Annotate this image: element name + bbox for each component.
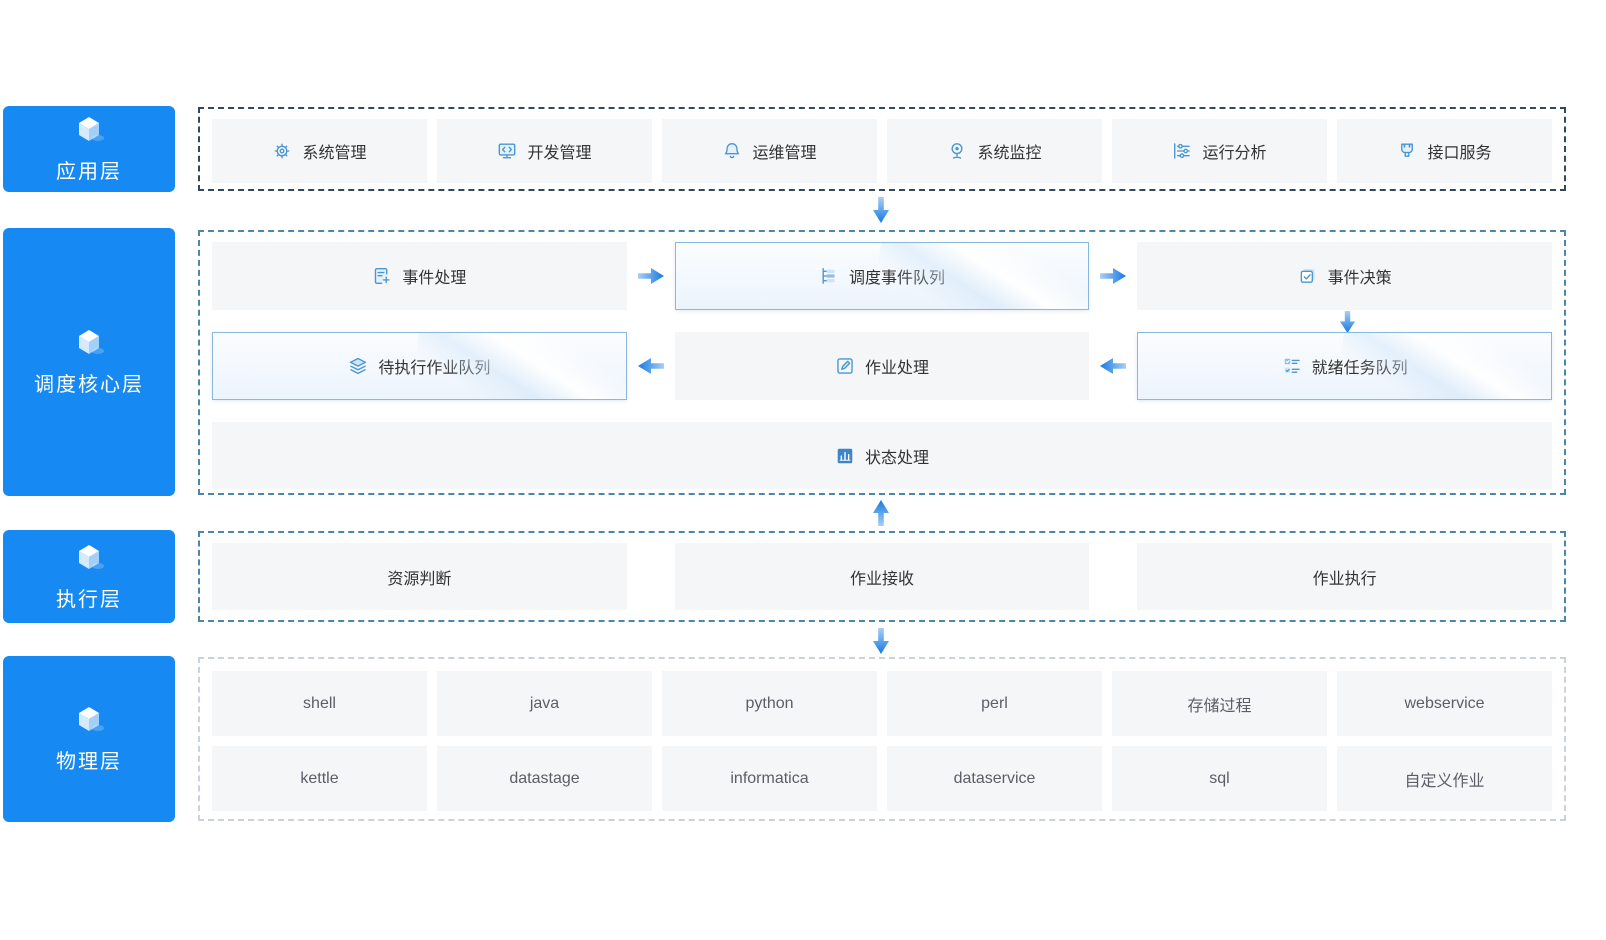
physical-item-java: java <box>437 671 652 736</box>
node-label: 运维管理 <box>752 145 817 162</box>
node-label: 自定义作业 <box>1404 772 1485 790</box>
pen-square-icon <box>837 358 853 374</box>
node-label: informatica <box>730 769 809 787</box>
node-job-processing: 作业处理 <box>674 332 1090 400</box>
doc-event-icon <box>375 268 391 284</box>
node-label: 存储过程 <box>1187 697 1252 715</box>
physical-item-python: python <box>662 671 877 736</box>
node-label: java <box>529 694 560 712</box>
cube-icon <box>79 117 104 141</box>
arrow-left-icon <box>1089 332 1137 400</box>
node-schedule-event-queue: 调度事件队列 <box>674 242 1090 310</box>
arrow-up-icon <box>873 500 889 531</box>
sliders-icon <box>1174 143 1191 159</box>
node-label: 就绪任务队列 <box>1311 360 1408 377</box>
node-label: 接口服务 <box>1427 145 1492 162</box>
node-event-decision: 事件决策 <box>1137 242 1553 310</box>
node-label: 事件处理 <box>402 270 467 287</box>
node-label: webservice <box>1404 694 1485 712</box>
node-label: sql <box>1209 769 1230 787</box>
node-dev-management: 开发管理 <box>437 119 652 183</box>
node-label: kettle <box>300 769 339 787</box>
node-label: datastage <box>509 769 580 787</box>
node-label: 开发管理 <box>527 145 592 162</box>
node-ops-management: 运维管理 <box>662 119 877 183</box>
node-job-receive: 作业接收 <box>674 543 1090 610</box>
node-status-processing: 状态处理 <box>212 422 1552 489</box>
physical-item-webservice: webservice <box>1337 671 1552 736</box>
gear-icon <box>275 143 290 159</box>
node-label: 待执行作业队列 <box>378 360 491 377</box>
layer-label-text: 执行层 <box>56 588 122 611</box>
physical-item-stored-procedure: 存储过程 <box>1112 671 1327 736</box>
layer-label-text: 调度核心层 <box>34 374 144 396</box>
layer-label-application: 应用层 <box>3 106 175 192</box>
bar-chart-icon <box>837 448 853 463</box>
node-event-processing: 事件处理 <box>212 242 627 310</box>
core-layer-container: 事件处理 调度事件队列 事件决策 <box>198 230 1566 495</box>
node-label: python <box>745 694 794 712</box>
physical-item-datastage: datastage <box>437 746 652 811</box>
physical-layer-container: shell java python perl 存储过程 webservice k… <box>198 657 1566 821</box>
physical-item-kettle: kettle <box>212 746 427 811</box>
decision-check-icon <box>1300 268 1315 283</box>
layer-label-text: 物理层 <box>56 751 122 773</box>
application-layer-container: 系统管理 开发管理 运维管理 系统监控 运行分析 接口服务 <box>198 107 1566 191</box>
layer-label-physical: 物理层 <box>3 656 175 822</box>
interface-plug-icon <box>1401 143 1414 157</box>
layer-label-core: 调度核心层 <box>3 228 175 496</box>
checklist-icon <box>1284 358 1300 374</box>
node-label: 作业接收 <box>850 570 915 588</box>
node-label: perl <box>981 694 1008 712</box>
node-label: 作业执行 <box>1312 570 1377 588</box>
arrow-down-icon <box>873 628 889 659</box>
exec-layer-container: 资源判断 作业接收 作业执行 <box>198 531 1566 622</box>
layers-icon <box>350 357 367 375</box>
cube-icon <box>79 544 104 569</box>
cube-icon <box>79 330 104 354</box>
arrow-right-icon <box>1089 242 1137 310</box>
physical-item-perl: perl <box>887 671 1102 736</box>
physical-item-sql: sql <box>1112 746 1327 811</box>
physical-item-informatica: informatica <box>662 746 877 811</box>
arrow-down-icon <box>873 197 889 228</box>
node-resource-judgement: 资源判断 <box>212 543 627 610</box>
node-label: 系统管理 <box>302 145 367 162</box>
node-system-monitoring: 系统监控 <box>887 119 1102 183</box>
node-system-management: 系统管理 <box>212 119 427 183</box>
node-ready-task-queue: 就绪任务队列 <box>1137 332 1553 400</box>
node-label: 状态处理 <box>864 449 929 467</box>
layer-label-text: 应用层 <box>56 161 122 183</box>
queue-tree-icon <box>822 268 835 284</box>
physical-item-custom-job: 自定义作业 <box>1337 746 1552 811</box>
node-label: 调度事件队列 <box>849 270 946 287</box>
dev-monitor-icon <box>499 143 516 159</box>
node-label: 作业处理 <box>865 360 930 377</box>
arrow-left-icon <box>627 332 675 400</box>
node-job-execute: 作业执行 <box>1137 543 1553 610</box>
layer-label-exec: 执行层 <box>3 530 175 623</box>
physical-item-dataservice: dataservice <box>887 746 1102 811</box>
arrow-down-icon <box>1340 311 1355 338</box>
node-label: dataservice <box>953 769 1036 787</box>
node-label: 系统监控 <box>977 145 1042 162</box>
alarm-bell-icon <box>725 143 740 159</box>
arrow-right-icon <box>627 242 675 310</box>
physical-item-shell: shell <box>212 671 427 736</box>
node-label: 资源判断 <box>387 570 452 588</box>
node-pending-job-queue: 待执行作业队列 <box>212 332 627 400</box>
node-label: 运行分析 <box>1202 145 1267 162</box>
node-api-service: 接口服务 <box>1337 119 1552 183</box>
webcam-icon <box>951 143 964 159</box>
node-label: 事件决策 <box>1327 270 1392 287</box>
node-run-analysis: 运行分析 <box>1112 119 1327 183</box>
node-label: shell <box>303 694 336 712</box>
cube-icon <box>79 707 104 731</box>
